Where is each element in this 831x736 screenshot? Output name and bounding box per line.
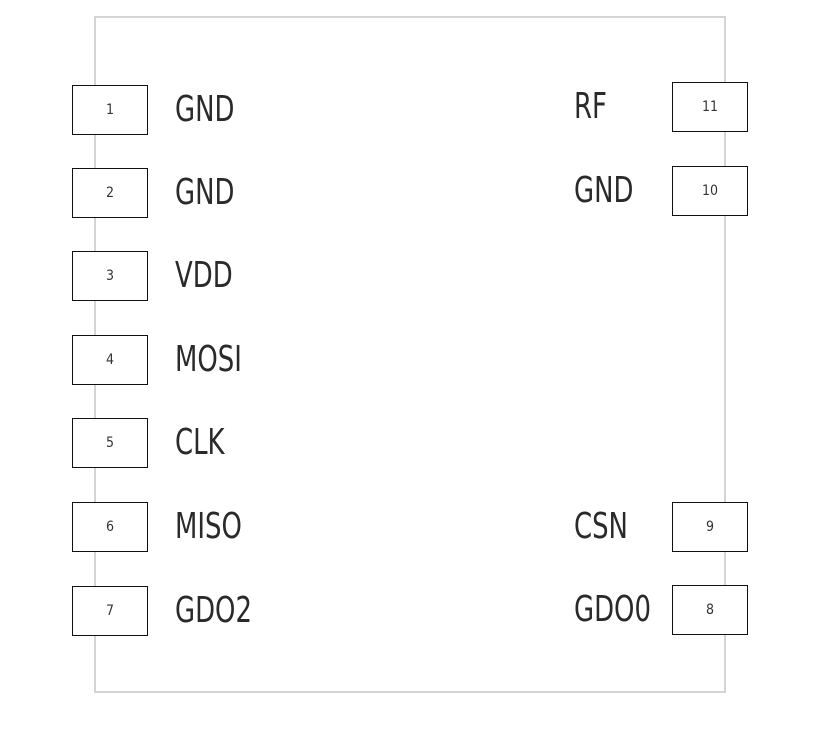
pin-7-box: 7: [72, 586, 148, 636]
pin-10-box: 10: [672, 166, 748, 216]
pin-11-label: RF: [574, 86, 607, 127]
pin-4-box: 4: [72, 335, 148, 385]
pin-7-label: GDO2: [175, 590, 252, 631]
pin-3-label: VDD: [175, 255, 233, 296]
pin-6-box: 6: [72, 502, 148, 552]
pin-6-label: MISO: [175, 506, 242, 547]
pin-8-box: 8: [672, 585, 748, 635]
pin-2-label: GND: [175, 172, 235, 213]
pin-1-box: 1: [72, 85, 148, 135]
pin-9-box: 9: [672, 502, 748, 552]
pin-8-label: GDO0: [574, 589, 651, 630]
pin-9-label: CSN: [574, 506, 628, 547]
pin-3-box: 3: [72, 251, 148, 301]
pin-11-box: 11: [672, 82, 748, 132]
pin-10-label: GND: [574, 170, 634, 211]
pin-2-box: 2: [72, 168, 148, 218]
pin-5-label: CLK: [175, 422, 225, 463]
pin-5-box: 5: [72, 418, 148, 468]
pin-4-label: MOSI: [175, 339, 242, 380]
pin-1-label: GND: [175, 89, 235, 130]
